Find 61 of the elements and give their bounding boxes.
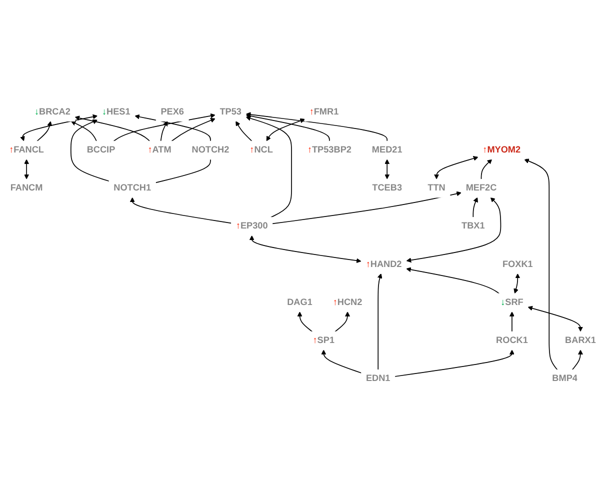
node-text: FANCM bbox=[10, 183, 43, 193]
arrow bbox=[509, 312, 514, 332]
connector bbox=[155, 158, 211, 184]
arrow bbox=[514, 273, 520, 294]
arrow bbox=[472, 197, 478, 218]
node-text: ROCK1 bbox=[496, 336, 528, 346]
arrow bbox=[24, 159, 30, 180]
node-text: TCEB3 bbox=[372, 183, 402, 193]
node-text: ↑ATM bbox=[148, 145, 172, 155]
node-text: ↑FMR1 bbox=[309, 107, 339, 117]
arrow bbox=[70, 120, 97, 142]
node-text: DAG1 bbox=[287, 298, 312, 308]
node-text: EDN1 bbox=[366, 374, 390, 384]
arrow bbox=[130, 197, 232, 224]
node-text: ↑NCL bbox=[250, 145, 273, 155]
arrow bbox=[297, 312, 313, 332]
node-text: BCCIP bbox=[86, 145, 116, 155]
arrow bbox=[134, 114, 211, 142]
node-text: NOTCH2 bbox=[192, 145, 230, 155]
arrow bbox=[272, 191, 462, 224]
node-text: NOTCH1 bbox=[114, 183, 152, 193]
arrow bbox=[74, 116, 150, 142]
node-text: TP53 bbox=[220, 107, 242, 117]
arrow bbox=[246, 112, 388, 142]
arrow bbox=[20, 114, 98, 142]
arrow bbox=[246, 114, 330, 142]
node-text: ↑TP53BP2 bbox=[307, 145, 352, 155]
node-text: ↑FANCL bbox=[9, 145, 44, 155]
node-text: BMP4 bbox=[552, 374, 578, 384]
arrow bbox=[394, 350, 514, 377]
node-text: ↓SRF bbox=[500, 298, 524, 308]
arrow bbox=[406, 267, 500, 294]
arrow bbox=[524, 158, 558, 370]
node-text: ↑MYOM2 bbox=[482, 145, 521, 155]
node-text: ↑HCN2 bbox=[332, 298, 362, 308]
arrow bbox=[266, 118, 305, 142]
arrow bbox=[249, 235, 362, 264]
node-text: TBX1 bbox=[462, 221, 485, 231]
arrow bbox=[334, 312, 350, 332]
node-text: BARX1 bbox=[565, 336, 596, 346]
node-text: ↑EP300 bbox=[236, 221, 268, 231]
node-text: ↑HAND2 bbox=[366, 259, 402, 270]
arrow bbox=[480, 159, 492, 180]
arrow bbox=[572, 350, 583, 370]
arrow bbox=[321, 350, 362, 374]
arrow bbox=[113, 113, 216, 142]
node-text: FOXK1 bbox=[502, 259, 533, 270]
node-text: MED21 bbox=[372, 145, 402, 155]
arrow bbox=[160, 121, 168, 142]
arrow bbox=[406, 197, 502, 263]
arrow bbox=[236, 121, 252, 142]
arrow bbox=[171, 118, 216, 142]
node-text: ↑SP1 bbox=[312, 336, 335, 346]
arrow bbox=[70, 119, 110, 182]
arrow bbox=[384, 159, 390, 180]
arrow bbox=[36, 121, 52, 142]
arrow bbox=[528, 306, 583, 332]
arrow bbox=[377, 273, 382, 370]
node-text: ↓HES1 bbox=[102, 107, 130, 117]
node-text: MEF2C bbox=[466, 183, 497, 193]
arrow bbox=[434, 156, 478, 180]
